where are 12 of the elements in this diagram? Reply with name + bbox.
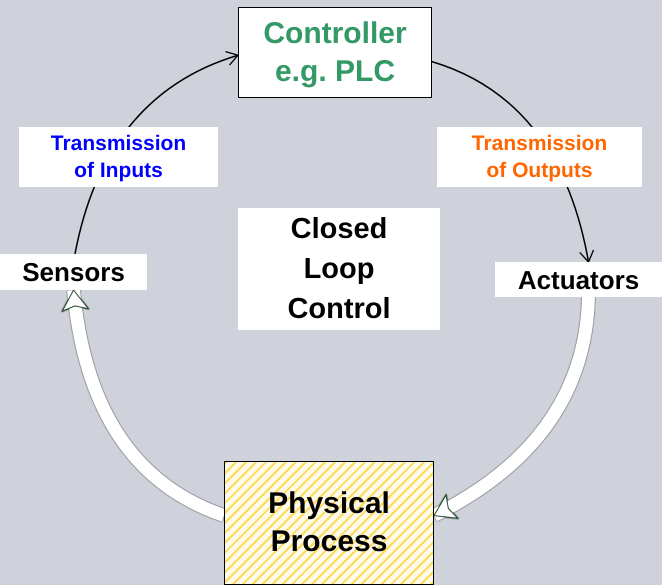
edge-label: Transmission of Outputs	[437, 127, 642, 187]
node-text: Controller e.g. PLC	[262, 16, 408, 90]
actuators-box	[495, 262, 662, 297]
controller-box	[238, 7, 432, 98]
title-box	[238, 208, 440, 330]
edge-label: Transmission of Inputs	[19, 127, 218, 187]
sensors-box	[0, 254, 147, 290]
block-arrow	[62, 289, 226, 522]
node-text: Actuators	[518, 264, 640, 296]
node-text: Sensors	[22, 256, 125, 289]
node-text: Closed Loop Control	[286, 212, 392, 327]
process-box	[224, 461, 434, 585]
